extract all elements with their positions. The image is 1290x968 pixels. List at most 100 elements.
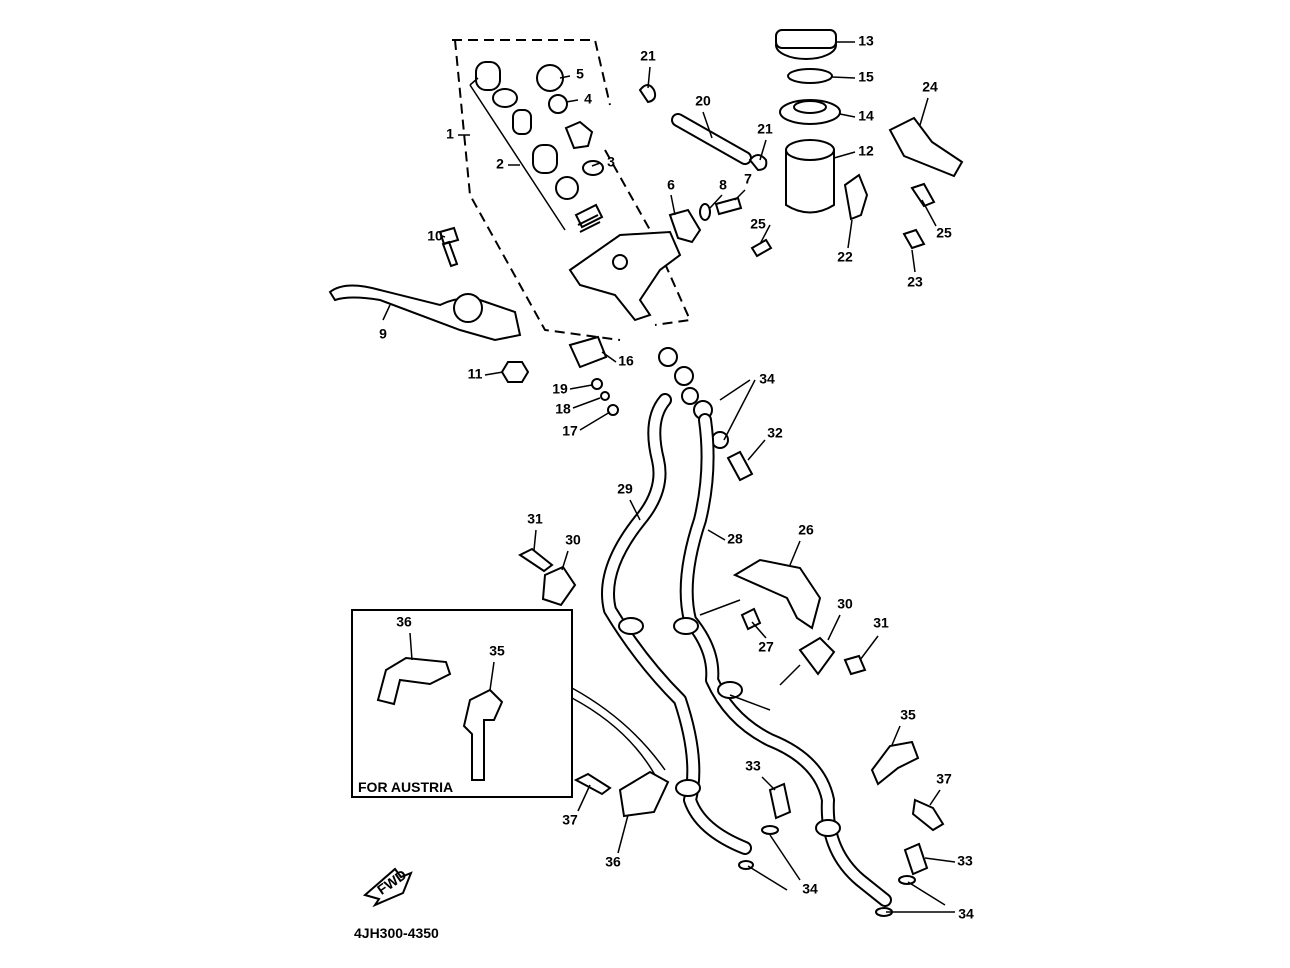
leader-line: [833, 151, 856, 159]
master-cylinder: [568, 230, 682, 322]
leader-line: [921, 199, 937, 227]
leader-line: [723, 379, 756, 441]
union-bolt: [726, 450, 754, 482]
leader-line: [827, 614, 841, 641]
callout-34: 34: [759, 371, 775, 387]
callout-25: 25: [750, 216, 766, 232]
callout-23: 23: [907, 274, 923, 290]
callout-21: 21: [757, 121, 773, 137]
leader-line: [929, 789, 941, 806]
leader-line: [911, 249, 916, 273]
leader-line: [441, 235, 446, 238]
callout-20: 20: [695, 93, 711, 109]
leader-line: [565, 99, 579, 103]
cylinder-port: [612, 254, 628, 270]
callout-6: 6: [667, 177, 675, 193]
inset-label: FOR AUSTRIA: [358, 779, 453, 795]
leader-line: [769, 834, 801, 881]
callout-17: 17: [562, 423, 578, 439]
leader-line: [559, 75, 571, 79]
piston-kit: [469, 61, 604, 233]
callout-33: 33: [745, 758, 761, 774]
callout-15: 15: [858, 69, 874, 85]
callout-14: 14: [858, 108, 874, 124]
lever-pivot: [453, 293, 483, 323]
brake-hose-28: [679, 413, 892, 907]
callout-12: 12: [858, 143, 874, 159]
leader-line: [759, 224, 771, 245]
leader-line: [847, 219, 853, 249]
leader-line: [647, 66, 651, 89]
callout-30: 30: [837, 596, 853, 612]
leader-line: [761, 776, 776, 791]
leader-line: [707, 529, 726, 541]
callout-11: 11: [468, 366, 483, 382]
leader-line: [919, 97, 929, 126]
callout-29: 29: [617, 481, 633, 497]
leader-line: [579, 411, 611, 431]
leader-line: [859, 635, 879, 661]
callout-33: 33: [957, 853, 973, 869]
leader-line: [601, 351, 617, 363]
callout-8: 8: [719, 177, 727, 193]
leader-line: [572, 397, 601, 409]
callout-1: 1: [446, 126, 454, 142]
leader-line: [561, 550, 569, 571]
leader-line: [831, 76, 856, 79]
leader-line: [734, 189, 746, 201]
reservoir-brackets: [843, 116, 964, 221]
callout-31: 31: [873, 615, 889, 631]
leader-line: [789, 540, 801, 566]
leader-line: [577, 784, 591, 812]
leader-line: [629, 499, 641, 521]
callout-37: 37: [562, 812, 578, 828]
diagram-code: 4JH300-4350: [354, 925, 439, 941]
callout-21: 21: [640, 48, 656, 64]
pivot-nut: [500, 361, 530, 383]
callout-22: 22: [837, 249, 853, 265]
leader-line: [591, 162, 601, 167]
leader-line: [751, 621, 767, 639]
leader-line: [617, 814, 629, 854]
leader-line: [670, 194, 676, 216]
brake-lever: [328, 284, 522, 342]
leader-line: [839, 113, 856, 118]
callout-34: 34: [802, 881, 818, 897]
holder-hardware: [668, 196, 743, 244]
hose-fittings: [618, 617, 916, 917]
callout-24: 24: [922, 79, 938, 95]
callout-10: 10: [427, 228, 443, 244]
callout-5: 5: [576, 66, 584, 82]
switch-hardware: [591, 378, 619, 416]
callout-36: 36: [605, 854, 621, 870]
leader-line: [759, 139, 767, 161]
callout-35: 35: [489, 643, 505, 659]
inset-box: [351, 609, 573, 798]
callout-3: 3: [607, 154, 615, 170]
callout-25: 25: [936, 225, 952, 241]
leader-line: [924, 857, 956, 863]
callout-37: 37: [936, 771, 952, 787]
callout-2: 2: [496, 156, 504, 172]
callout-34: 34: [958, 906, 974, 922]
leader-line: [747, 439, 766, 461]
callout-26: 26: [798, 522, 814, 538]
callout-7: 7: [744, 171, 752, 187]
inset-brackets: [376, 656, 504, 781]
callout-35: 35: [900, 707, 916, 723]
callout-31: 31: [527, 511, 543, 527]
callout-28: 28: [727, 531, 743, 547]
callout-4: 4: [584, 91, 592, 107]
leader-line: [891, 725, 901, 746]
callout-30: 30: [565, 532, 581, 548]
brake-switch: [568, 335, 608, 369]
inset-pointer: [571, 687, 666, 776]
callout-9: 9: [379, 326, 387, 342]
reservoir-hose: [671, 113, 752, 165]
banjo-fittings: [658, 347, 729, 449]
leader-line: [702, 111, 713, 139]
leader-line: [489, 661, 495, 691]
